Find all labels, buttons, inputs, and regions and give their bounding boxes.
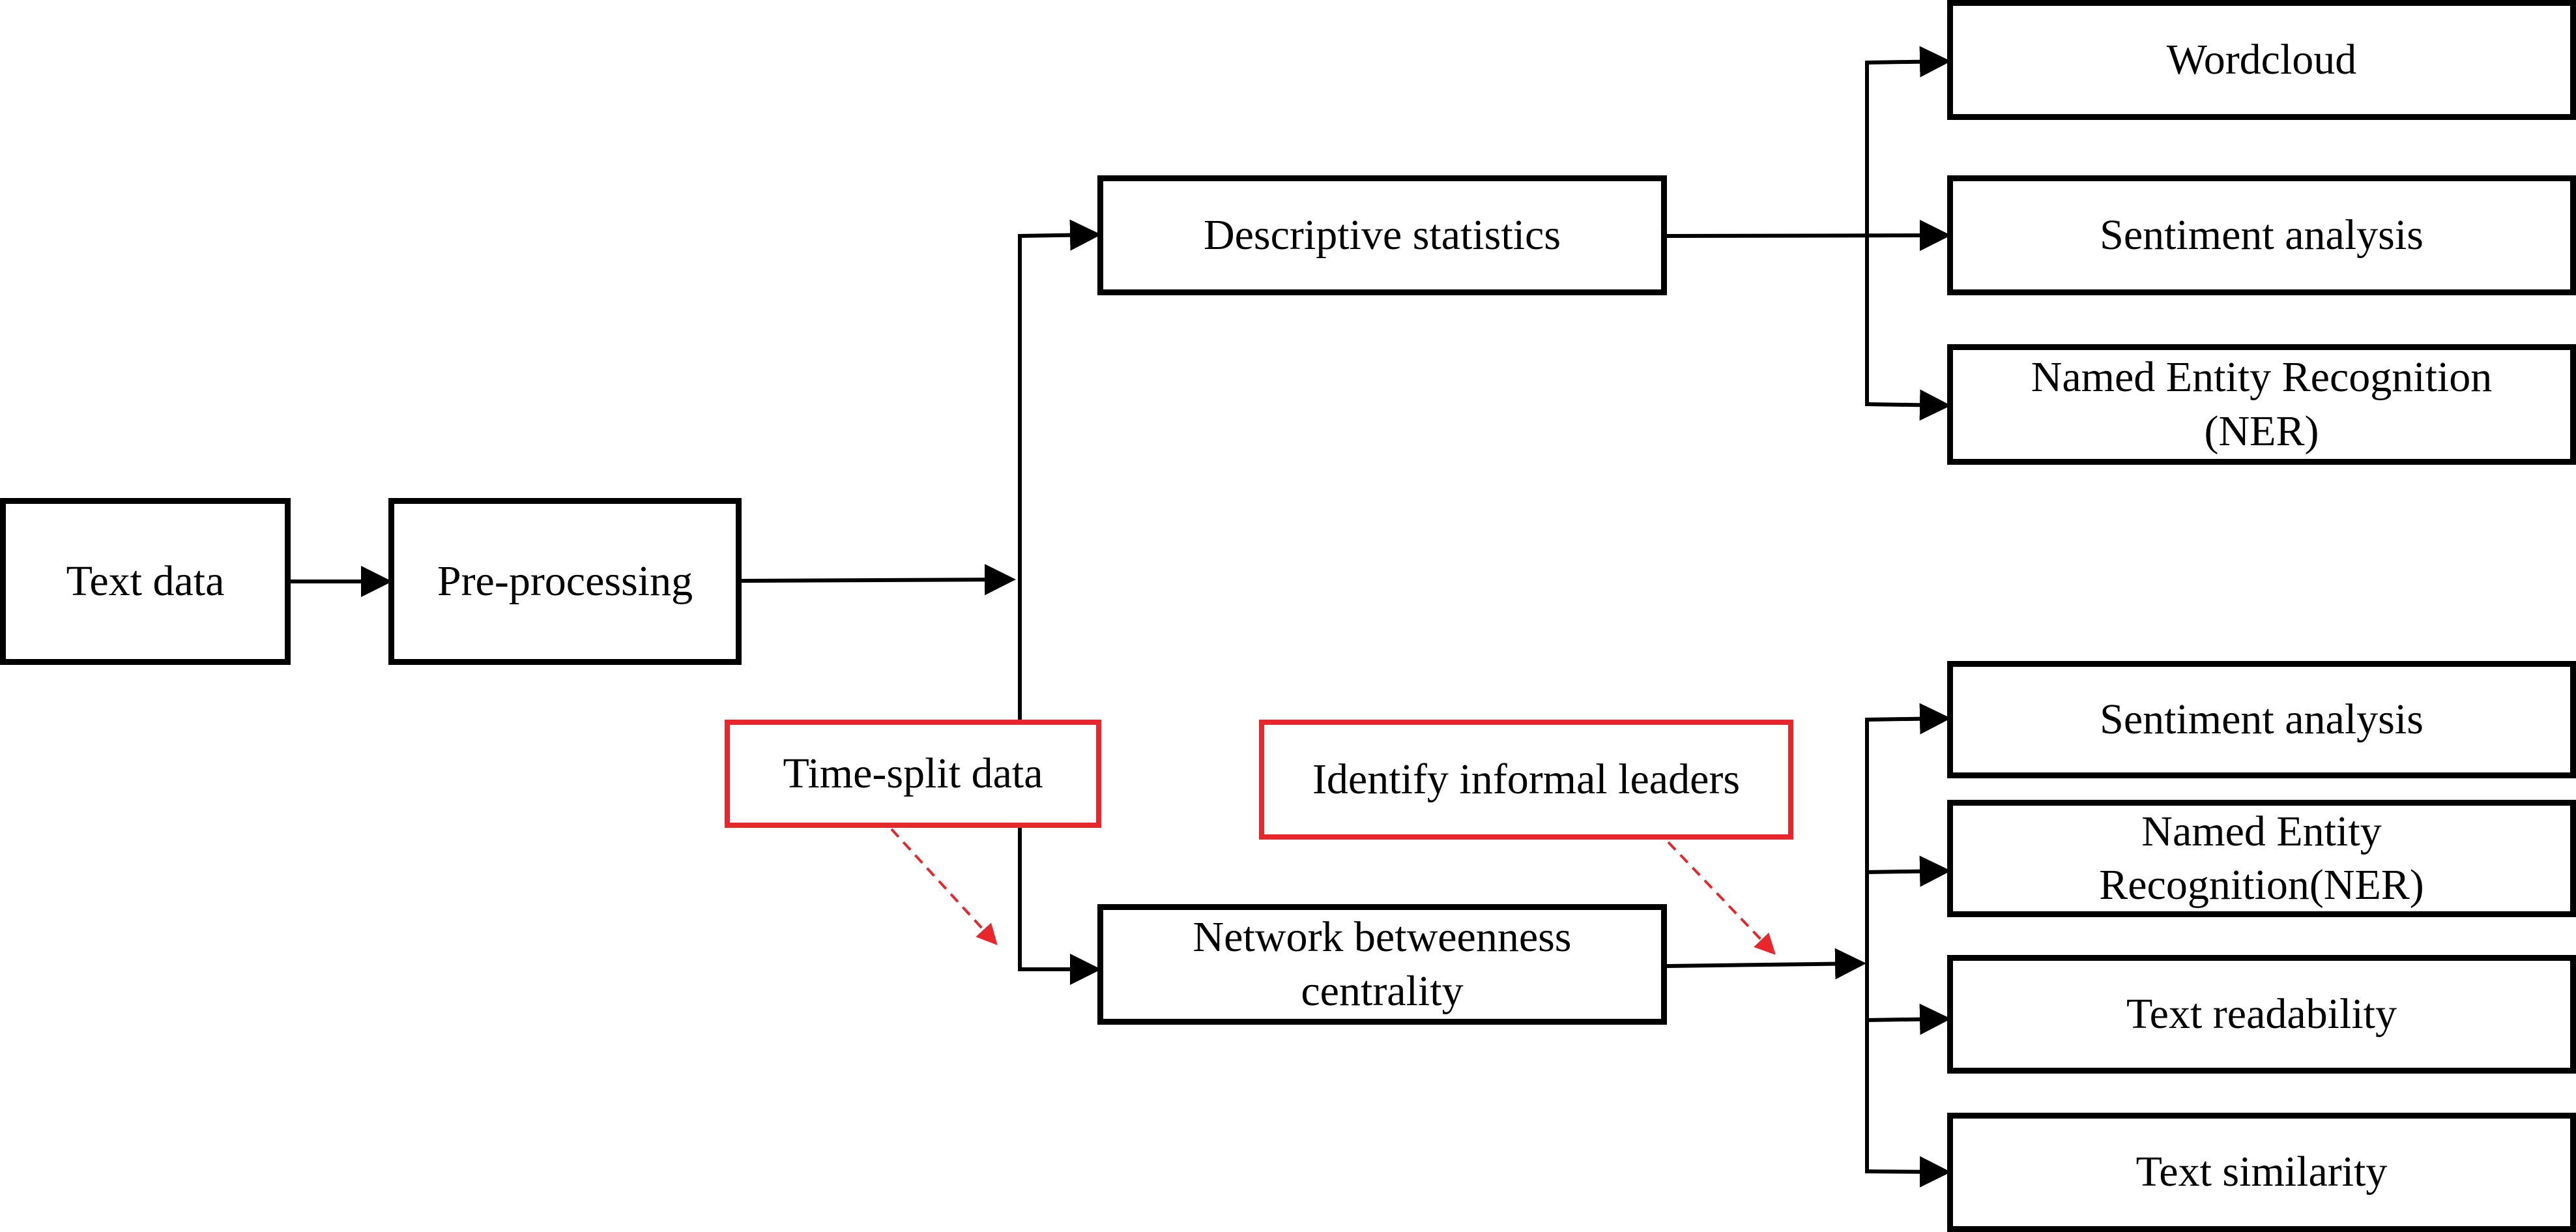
sentiment-analysis-bottom-box: Sentiment analysis bbox=[1947, 661, 2576, 778]
text-readability-label: Text readability bbox=[2126, 990, 2397, 1038]
pre-processing-box: Pre-processing bbox=[388, 498, 742, 665]
network-betweenness-line-2: centrality bbox=[1301, 967, 1464, 1015]
time-split-label: Time-split data bbox=[783, 749, 1043, 797]
arrow-to-descriptive-statistics bbox=[1017, 219, 1101, 251]
arrow-descriptive-to-group bbox=[1666, 220, 1951, 252]
text-similarity-label: Text similarity bbox=[2135, 1148, 2388, 1196]
text-data-label: Text data bbox=[66, 557, 225, 605]
arrow-to-ner-top bbox=[1864, 389, 1951, 421]
arrow-to-ner-bottom bbox=[1864, 855, 1951, 887]
descriptive-statistics-label: Descriptive statistics bbox=[1203, 211, 1561, 259]
sentiment-analysis-top-box: Sentiment analysis bbox=[1947, 175, 2576, 295]
network-betweenness-line-1: Network betweenness bbox=[1193, 913, 1572, 961]
ner-bottom-box: Named Entity Recognition(NER) bbox=[1947, 800, 2576, 917]
text-data-box: Text data bbox=[0, 498, 291, 665]
arrow-to-text-readability bbox=[1864, 1003, 1951, 1035]
arrow-to-text-similarity bbox=[1864, 1156, 1951, 1188]
informal-leaders-label: Identify informal leaders bbox=[1312, 755, 1741, 803]
network-betweenness-box: Network betweenness centrality bbox=[1097, 904, 1667, 1025]
pre-processing-label: Pre-processing bbox=[437, 557, 693, 605]
dashed-arrow-informal-leaders bbox=[1667, 841, 1776, 955]
arrow-to-sentiment-bottom bbox=[1864, 703, 1951, 735]
wordcloud-label: Wordcloud bbox=[2166, 35, 2357, 83]
arrow-preprocessing-to-split bbox=[741, 564, 1016, 596]
wordcloud-box: Wordcloud bbox=[1947, 0, 2576, 120]
sentiment-analysis-bottom-label: Sentiment analysis bbox=[2100, 695, 2424, 743]
ner-top-line-1: Named Entity Recognition bbox=[2031, 353, 2493, 401]
text-similarity-box: Text similarity bbox=[1947, 1113, 2576, 1232]
descriptive-statistics-box: Descriptive statistics bbox=[1097, 175, 1667, 295]
ner-bottom-line-2: Recognition(NER) bbox=[2099, 861, 2424, 909]
ner-top-line-2: (NER) bbox=[2204, 407, 2319, 455]
arrow-to-wordcloud bbox=[1864, 46, 1951, 78]
time-split-annotation: Time-split data bbox=[725, 720, 1101, 828]
dashed-arrow-time-split bbox=[890, 828, 998, 945]
informal-leaders-annotation: Identify informal leaders bbox=[1259, 720, 1793, 840]
ner-top-box: Named Entity Recognition (NER) bbox=[1947, 344, 2576, 465]
sentiment-analysis-top-label: Sentiment analysis bbox=[2100, 211, 2424, 259]
ner-bottom-line-1: Named Entity bbox=[2141, 807, 2382, 855]
text-readability-box: Text readability bbox=[1947, 955, 2576, 1074]
arrow-network-to-group bbox=[1666, 948, 1866, 980]
